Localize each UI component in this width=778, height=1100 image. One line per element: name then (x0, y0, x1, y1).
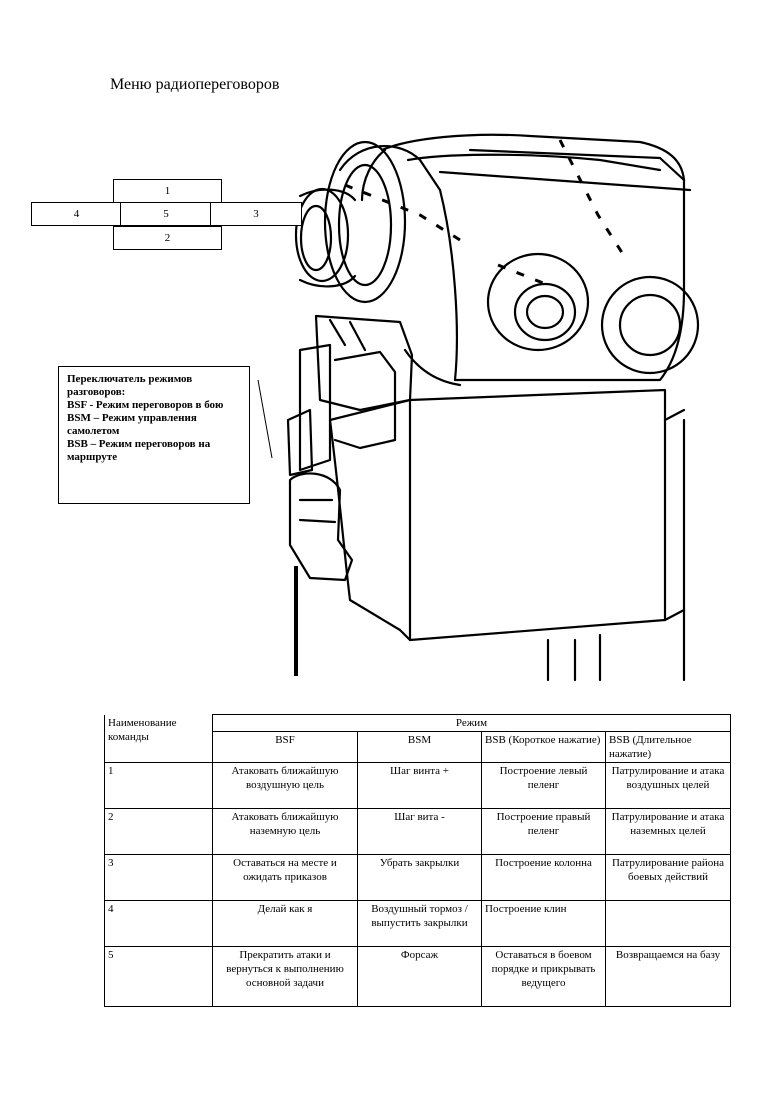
callout-line: BSM – Режим управления самолетом (67, 412, 197, 437)
keypad-left-label: 4 (73, 208, 80, 220)
keypad-down-label: 2 (164, 232, 171, 244)
table-row: 4 Делай как я Воздушный тормоз / выпусти… (104, 900, 731, 947)
table-cell: Построение левый пеленг (481, 762, 606, 809)
table-cell: Возвращаемся на базу (605, 946, 731, 1007)
throttle-illustration (257, 133, 700, 682)
keypad-center-label: 5 (163, 208, 169, 220)
table-subheader-row: BSF BSM BSB (Короткое нажатие) BSB (Длит… (105, 731, 731, 763)
callout-line: BSB – Режим переговоров на маршруте (67, 438, 211, 463)
table-cell: Патрулирование района боевых действий (605, 854, 731, 901)
keypad-center: 5 (120, 202, 212, 226)
table-row: 1 Атаковать ближайшую воздушную цель Шаг… (104, 762, 731, 809)
table-cell: Оставаться в боевом порядке и прикрывать… (481, 946, 606, 1007)
table-cell: Патрулирование и атака наземных целей (605, 808, 731, 855)
table-cell: Прекратить атаки и вернуться к выполнени… (212, 946, 358, 1007)
table-cell: Воздушный тормоз / выпустить закрылки (357, 900, 482, 947)
table-cell: Делай как я (212, 900, 358, 947)
table-cell: Шаг вита - (357, 808, 482, 855)
column-header: BSF (212, 731, 358, 763)
table-cell (605, 900, 731, 947)
keypad-up: 1 (113, 179, 222, 203)
keypad-right-label: 3 (253, 208, 259, 220)
keypad-right: 3 (210, 202, 302, 226)
page-title: Меню радиопереговоров (110, 76, 280, 93)
mode-header: Режим (212, 714, 731, 732)
command-id: 1 (104, 762, 213, 809)
table-cell: Оставаться на месте и ожидать приказов (212, 854, 358, 901)
table-cell: Шаг винта + (357, 762, 482, 809)
table-cell: Атаковать ближайшую наземную цель (212, 808, 358, 855)
table-header-row: Наименование команды Режим (104, 714, 731, 763)
command-table: Наименование команды Режим BSF BSM BSB (… (104, 714, 731, 1007)
keypad-left: 4 (31, 202, 122, 226)
table-cell: Атаковать ближайшую воздушную цель (212, 762, 358, 809)
command-id: 3 (104, 854, 213, 901)
table-row: 3 Оставаться на месте и ожидать приказов… (104, 854, 731, 901)
callout-heading: Переключатель режимов разговоров: (67, 373, 193, 398)
table-row: 5 Прекратить атаки и вернуться к выполне… (104, 946, 731, 1007)
callout-line: BSF - Режим переговоров в бою (67, 399, 224, 411)
table-cell: Построение клин (481, 900, 606, 947)
table-row: 2 Атаковать ближайшую наземную цель Шаг … (104, 808, 731, 855)
table-cell: Построение правый пеленг (481, 808, 606, 855)
table-cell: Форсаж (357, 946, 482, 1007)
table-cell: Построение колонна (481, 854, 606, 901)
mode-switch-callout: Переключатель режимов разговоров: BSF - … (58, 366, 250, 504)
command-id: 4 (104, 900, 213, 947)
command-id: 5 (104, 946, 213, 1007)
keypad-up-label: 1 (164, 185, 171, 197)
table-cell: Убрать закрылки (357, 854, 482, 901)
column-header: BSM (357, 731, 482, 763)
command-id: 2 (104, 808, 213, 855)
keypad-down: 2 (113, 226, 222, 250)
column-header: BSB (Короткое нажатие) (481, 731, 606, 763)
column-header: BSB (Длительное нажатие) (605, 731, 731, 763)
command-name-header: Наименование команды (104, 714, 213, 763)
table-cell: Патрулирование и атака воздушных целей (605, 762, 731, 809)
